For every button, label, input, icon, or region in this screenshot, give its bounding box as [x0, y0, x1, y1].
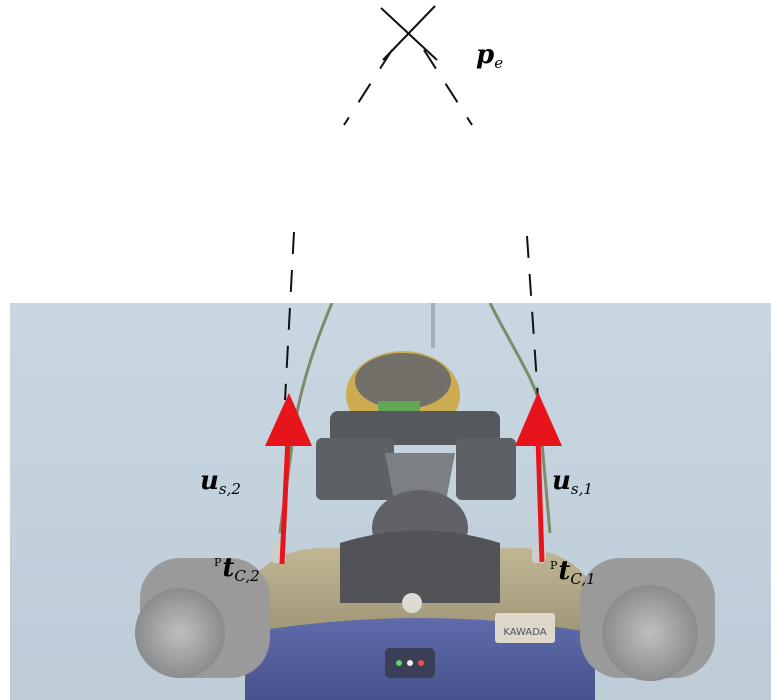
- camera-right: [456, 438, 516, 500]
- dash-vertical-left: [284, 231, 295, 401]
- arrow-head-us1: [515, 392, 562, 446]
- label-tc1: PtC,1: [550, 556, 596, 588]
- camera-left: [316, 438, 394, 500]
- arrow-shaft-us1: [535, 437, 545, 563]
- arrow-shaft-us2: [279, 437, 291, 565]
- shoulder-right-disc: [602, 585, 698, 681]
- label-us1: us,1: [552, 466, 593, 498]
- torso-chest: [340, 530, 500, 603]
- led-white: [407, 660, 413, 666]
- head-top: [355, 353, 451, 409]
- head-visor: [330, 411, 500, 445]
- chest-button: [402, 593, 422, 613]
- dash-vertical-right: [526, 235, 539, 399]
- dash-upper-right: [423, 49, 473, 126]
- photo-wash: [10, 303, 771, 700]
- arrow-head-us2: [265, 393, 312, 446]
- label-tc2: PtC,2: [214, 553, 260, 585]
- label-us2: us,2: [200, 466, 241, 498]
- logo-text: KAWADA: [503, 627, 546, 638]
- logo-plate: [495, 613, 555, 643]
- led-red: [418, 660, 424, 666]
- led-green: [396, 660, 402, 666]
- shoulder-left-disc: [135, 588, 225, 678]
- robot-photo: KAWADA: [10, 303, 771, 700]
- label-pe: pe: [476, 40, 504, 72]
- dash-upper-left: [343, 49, 393, 126]
